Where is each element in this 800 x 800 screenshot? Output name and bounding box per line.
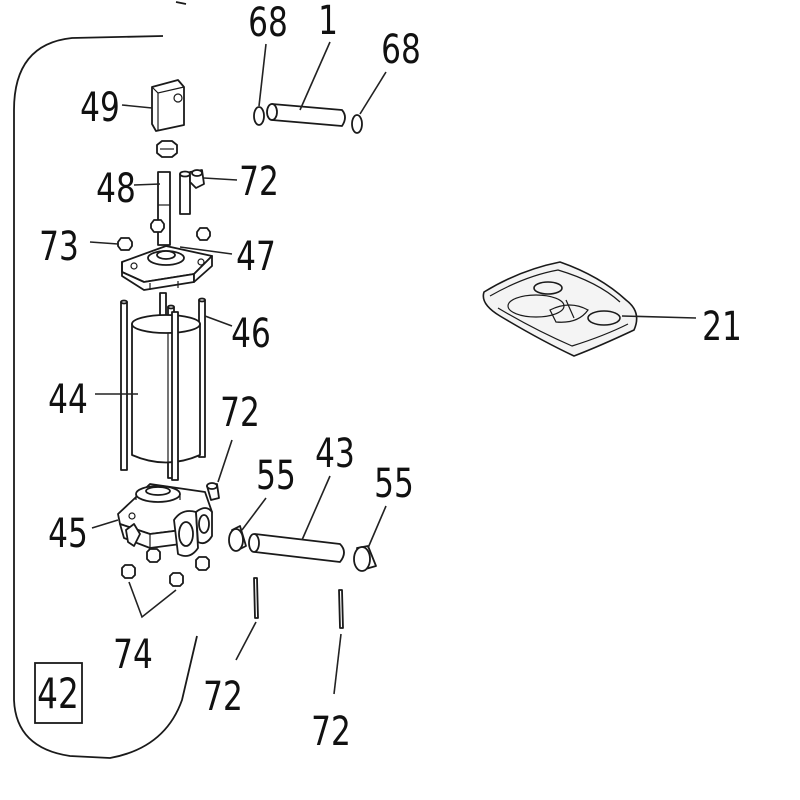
elbow-fitting-top	[189, 169, 205, 189]
callout-68-right: 68	[381, 27, 421, 73]
leader-46	[204, 315, 233, 327]
callout-48: 48	[96, 166, 136, 212]
cylinder-part-44	[131, 314, 201, 464]
callout-44: 44	[48, 377, 88, 423]
seal-kit-bag-part-21	[482, 261, 638, 357]
elbow-fitting-mid	[206, 482, 220, 501]
piston-rod-part-48	[157, 170, 191, 246]
leader-68-right	[359, 71, 387, 115]
callout-47: 47	[236, 234, 276, 280]
pump-base-part-45	[117, 483, 213, 557]
clevis-block-part-49	[151, 79, 185, 132]
top-stub-line	[175, 1, 187, 5]
leader-49	[121, 104, 153, 109]
callout-46: 46	[231, 311, 271, 357]
assembly-number-label: 42	[37, 669, 79, 718]
tube-part-1	[253, 103, 363, 134]
top-cap-part-47	[121, 245, 213, 291]
callout-55-left: 55	[256, 453, 296, 499]
leader-72-top	[203, 177, 238, 181]
callout-68-left: 68	[248, 0, 288, 46]
nut-part-73	[117, 219, 211, 251]
assembly-boundary-line	[13, 35, 198, 759]
leader-55-left	[241, 497, 267, 531]
callout-1: 1	[318, 0, 338, 44]
leader-74	[128, 581, 177, 619]
leader-45	[91, 519, 119, 529]
callout-73: 73	[39, 224, 79, 270]
leader-72-bottom-right	[333, 633, 342, 695]
leader-43	[301, 475, 331, 541]
callout-43: 43	[315, 431, 355, 477]
leader-48	[133, 183, 161, 186]
callout-45: 45	[48, 511, 88, 557]
leader-47	[179, 246, 233, 255]
callout-72-bottom-left: 72	[203, 674, 243, 720]
nuts-part-74	[121, 548, 210, 587]
callout-49: 49	[80, 85, 120, 131]
callout-72-mid: 72	[220, 390, 260, 436]
leader-72-mid	[217, 439, 233, 483]
callout-72-bottom-right: 72	[311, 709, 351, 755]
leader-1	[299, 41, 331, 111]
leader-73	[89, 241, 119, 245]
leader-68-left	[258, 43, 267, 107]
front-tie-rod	[171, 311, 179, 481]
rod-hex-nut	[156, 140, 178, 158]
callout-55-right: 55	[374, 461, 414, 507]
leader-72-bottom-left	[235, 621, 257, 661]
pin-assembly-part-43	[228, 525, 377, 572]
roll-pins-part-72	[253, 577, 344, 629]
callout-72-top: 72	[239, 159, 279, 205]
leader-21	[621, 315, 697, 319]
leader-55-right	[367, 505, 387, 549]
callout-21: 21	[702, 304, 742, 350]
callout-74: 74	[113, 632, 153, 678]
assembly-number-box	[34, 662, 83, 724]
